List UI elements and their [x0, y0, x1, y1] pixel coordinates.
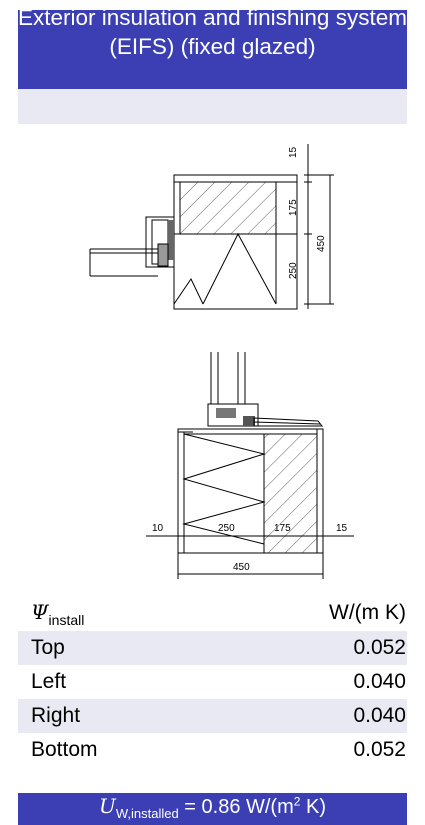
dim-top-175: 175: [288, 199, 299, 216]
dim-top-15: 15: [288, 146, 299, 158]
dim-top-250: 250: [288, 262, 299, 279]
dim-bottom-15: 15: [336, 523, 348, 534]
row-value: 0.040: [353, 670, 406, 693]
row-label: Top: [31, 636, 65, 659]
table-row: Top 0.052: [18, 631, 407, 665]
dim-bottom-10: 10: [152, 523, 164, 534]
header-bar: Exterior insulation and finishing system…: [18, 10, 407, 89]
row-value: 0.052: [353, 738, 406, 761]
row-label: Left: [31, 670, 67, 693]
detail-drawing: 15 175 250 450 10 250 175 15 450: [89, 144, 354, 579]
dim-bottom-450: 450: [233, 562, 250, 573]
page-title: Exterior insulation and finishing system…: [18, 10, 407, 59]
table-row: Right 0.040: [18, 699, 407, 733]
table-row: Left 0.040: [18, 665, 407, 699]
subtitle-band: [18, 89, 407, 124]
row-value: 0.040: [353, 704, 406, 727]
unit-label: W/(m K): [329, 600, 406, 624]
u-value-formula: UW,installed = 0.86 W/(m2 K): [98, 794, 326, 821]
section-bottom: [146, 352, 354, 579]
row-label: Bottom: [31, 738, 98, 761]
table-row: Bottom 0.052: [18, 733, 407, 767]
table-header-row: Ψinstall W/(m K): [18, 590, 407, 631]
section-top: [89, 144, 334, 310]
psi-table: Ψinstall W/(m K) Top 0.052 Left 0.040 Ri…: [18, 590, 407, 767]
dim-bottom-250: 250: [218, 523, 235, 534]
row-label: Right: [31, 704, 81, 727]
row-value: 0.052: [353, 636, 406, 659]
psi-symbol: Ψinstall: [31, 600, 85, 628]
footer-bar: UW,installed = 0.86 W/(m2 K): [18, 793, 407, 825]
dim-bottom-175: 175: [274, 523, 291, 534]
dim-top-450: 450: [316, 235, 327, 252]
